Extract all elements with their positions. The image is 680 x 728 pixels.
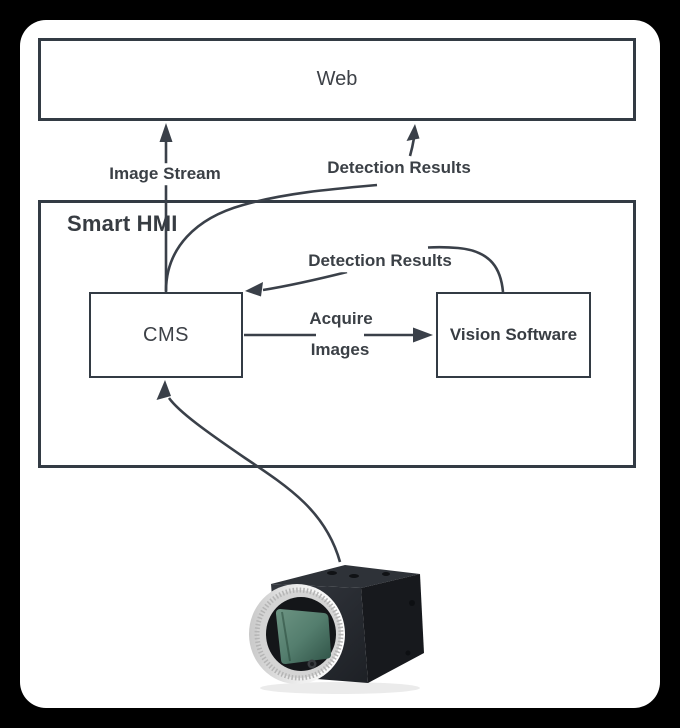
edge-label-images: Images <box>310 340 370 360</box>
edge-label-detection-results-web: Detection Results <box>323 157 475 179</box>
edge-detection-results-to-web-head <box>406 124 420 157</box>
node-cms: CMS <box>89 292 243 378</box>
node-vision-software: Vision Software <box>436 292 591 378</box>
edge-label-acquire: Acquire <box>309 309 373 329</box>
edge-detection-results-to-cms-curve <box>427 245 505 293</box>
edge-camera-to-cms <box>156 380 342 563</box>
edge-detection-results-to-web-curve <box>164 183 378 292</box>
edge-label-detection-results-cms: Detection Results <box>304 250 456 272</box>
node-vision-software-label: Vision Software <box>449 325 578 344</box>
node-cms-label: CMS <box>143 323 189 346</box>
camera-image <box>249 565 424 694</box>
edge-label-image-stream: Image Stream <box>105 163 225 185</box>
node-web-label: Web <box>316 68 358 90</box>
edge-detection-results-to-cms-head <box>245 270 348 297</box>
diagram-surface: Web Smart HMI CMS Vision Software <box>20 20 660 708</box>
arrow-layer <box>156 123 505 694</box>
edge-acquire-images <box>244 327 433 343</box>
node-smart-hmi-label: Smart HMI <box>67 211 178 236</box>
node-web: Web <box>38 38 636 121</box>
